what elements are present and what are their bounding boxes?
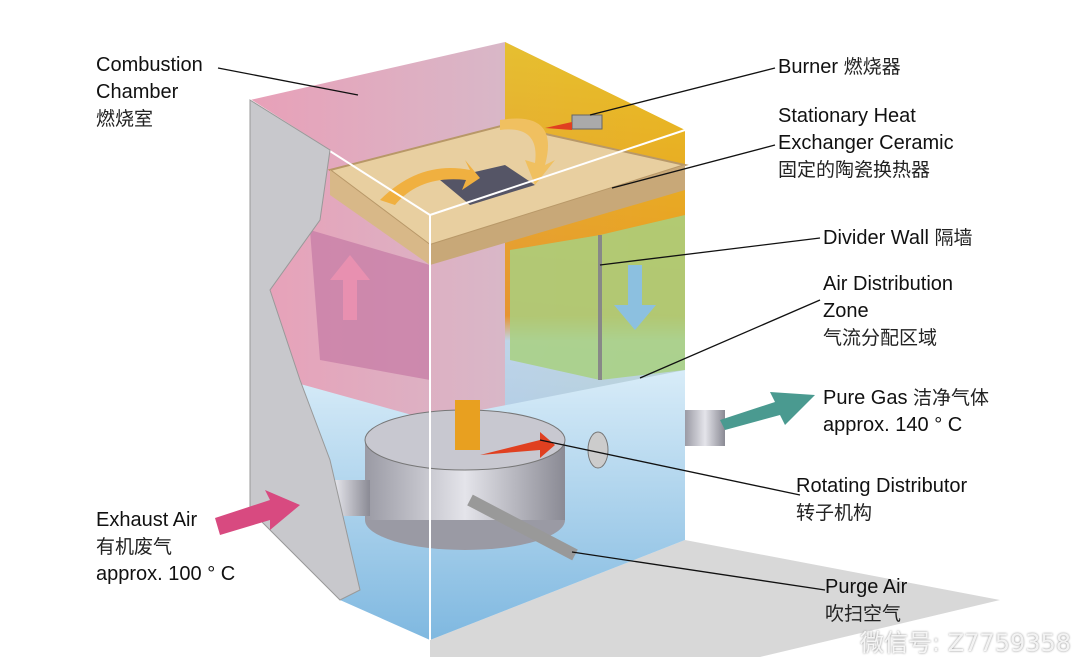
label-zh: 转子机构: [796, 502, 873, 524]
outlet-chamber: [510, 215, 685, 380]
label-divider-wall: Divider Wall 隔墙: [823, 225, 973, 252]
burner-flame: [545, 122, 572, 130]
floor-shadow: [430, 540, 1000, 657]
label-burner: Burner 燃烧器: [778, 54, 901, 81]
burner: [571, 114, 603, 130]
outer-casing: [249, 99, 361, 601]
pure-gas-arrow: [720, 392, 815, 430]
label-pure-gas: Pure Gas 洁净气体 approx. 140 ° C: [823, 385, 989, 439]
label-en: Chamber: [96, 81, 179, 103]
label-en: Pure Gas: [823, 387, 908, 409]
label-zh: 气流分配区域: [823, 327, 938, 349]
label-zh: 隔墙: [934, 227, 973, 249]
label-air-distribution: Air Distribution Zone 气流分配区域: [823, 271, 953, 352]
down-arrow: [614, 265, 656, 330]
leader-lines: [217, 67, 826, 591]
outlet-pipe-opening: [587, 431, 609, 469]
label-zh: 洁净气体: [913, 387, 990, 409]
ceramic-bed-side: [430, 165, 685, 265]
label-en: Divider Wall: [823, 227, 929, 249]
pure-gas-outlet-pipe: [685, 410, 725, 446]
flow-arrow-down: [500, 118, 555, 185]
watermark: 微信号: Z7759358: [860, 629, 1072, 657]
label-en: Zone: [823, 300, 869, 322]
exhaust-air-arrow: [215, 490, 300, 535]
label-rotating-distributor: Rotating Distributor 转子机构: [796, 473, 967, 527]
label-en: Purge Air: [825, 576, 908, 598]
label-temp: approx. 140 ° C: [823, 414, 963, 436]
rotation-arrow: [480, 432, 555, 458]
label-zh: 燃烧器: [843, 56, 901, 78]
label-zh: 固定的陶瓷换热器: [778, 159, 931, 181]
label-zh: 有机废气: [96, 536, 173, 558]
label-en: Combustion: [96, 54, 203, 76]
label-en: Rotating Distributor: [796, 475, 968, 497]
label-en: Exchanger Ceramic: [778, 132, 954, 154]
up-arrow: [330, 255, 370, 320]
label-exhaust-air: Exhaust Air 有机废气 approx. 100 ° C: [96, 507, 235, 588]
label-zh: 燃烧室: [96, 108, 154, 130]
label-en: Stationary Heat: [778, 105, 916, 127]
label-ceramic: Stationary Heat Exchanger Ceramic 固定的陶瓷换…: [778, 103, 954, 184]
label-combustion-chamber: Combustion Chamber 燃烧室: [96, 52, 203, 133]
label-purge-air: Purge Air 吹扫空气: [825, 574, 907, 628]
flow-arrow-up: [380, 160, 480, 205]
label-en: Air Distribution: [823, 273, 954, 295]
label-zh: 吹扫空气: [825, 603, 902, 625]
distributor-shaft: [455, 400, 480, 450]
purge-air-pipe: [467, 494, 578, 561]
label-en: Exhaust Air: [96, 509, 198, 531]
label-temp: approx. 100 ° C: [96, 563, 236, 585]
ceramic-bed-front: [330, 170, 430, 265]
label-en: Burner: [778, 56, 839, 78]
